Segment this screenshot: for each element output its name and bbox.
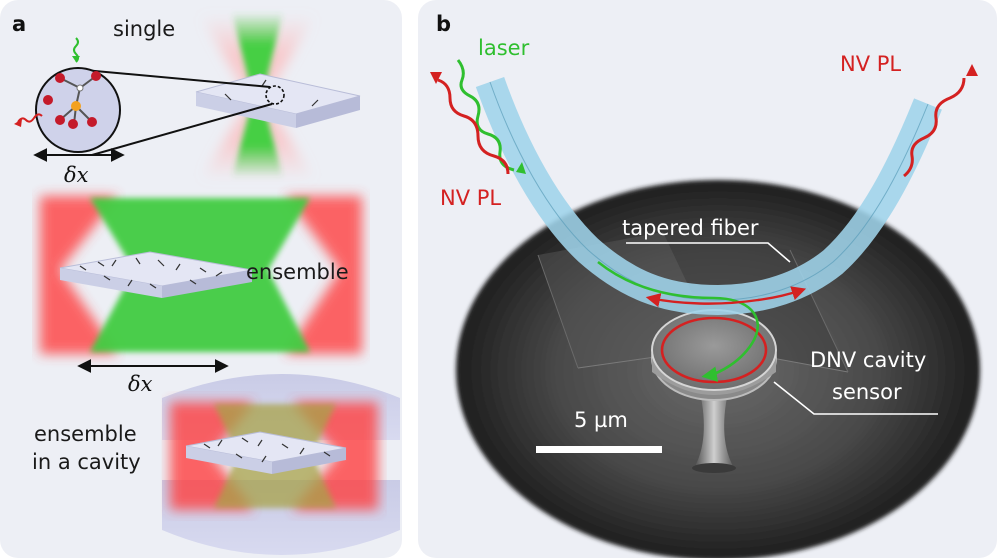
scale-bar [536, 446, 662, 453]
cavity-label-line1: DNV cavity [810, 348, 927, 372]
carbon-atom [91, 71, 101, 81]
panel-a-label: a [12, 12, 27, 36]
laser-wave-icon [456, 59, 515, 172]
fiber-leader-line [626, 242, 791, 263]
cavity-label-line2: in a cavity [32, 450, 141, 474]
laser-label: laser [478, 36, 530, 60]
dnv-cavity-disk [651, 309, 777, 401]
pl-wave-in-icon [437, 78, 510, 175]
cavity-label-line2: sensor [832, 380, 902, 404]
tapered-fiber-label: tapered fiber [622, 216, 759, 240]
zoom-line-top [83, 69, 271, 88]
ensemble-diamond-slab [59, 251, 253, 298]
carbon-atom [55, 73, 65, 83]
pl-photon-icon [17, 113, 43, 123]
panel-b-label: b [436, 12, 452, 36]
nv-center-circle [14, 37, 121, 153]
pedestal-post [694, 392, 734, 468]
delta-x-label-single: δx [64, 163, 89, 187]
delta-x-label-ensemble: δx [128, 372, 153, 396]
carbon-atom [87, 117, 97, 127]
panel-a-illustration [14, 12, 400, 555]
pl-wave-out-icon [903, 77, 966, 178]
nitrogen-atom [71, 101, 81, 111]
carbon-atom [55, 115, 65, 125]
panel-a: a single δx ensemble δx ensemble in a ca… [0, 0, 402, 558]
panel-b-illustration [430, 59, 980, 558]
nv-pl-label-right: NV PL [840, 52, 902, 76]
cavity-diamond-slab [185, 431, 347, 474]
scale-bar-label: 5 µm [574, 408, 628, 432]
carbon-atom [68, 119, 78, 129]
cavity-label-line1: ensemble [34, 422, 137, 446]
cavity-leader-line [773, 381, 938, 415]
whispering-gallery-mode [660, 316, 768, 384]
nv-pl-label-left: NV PL [440, 186, 502, 210]
vacancy [76, 84, 84, 92]
pl-path [645, 286, 807, 308]
single-label: single [113, 17, 176, 41]
panel-b: b laser NV PL NV PL tapered fiber DNV ca… [418, 0, 997, 558]
zoom-line-bottom [91, 103, 273, 156]
carbon-atom [43, 95, 53, 105]
ensemble-label: ensemble [246, 260, 349, 284]
